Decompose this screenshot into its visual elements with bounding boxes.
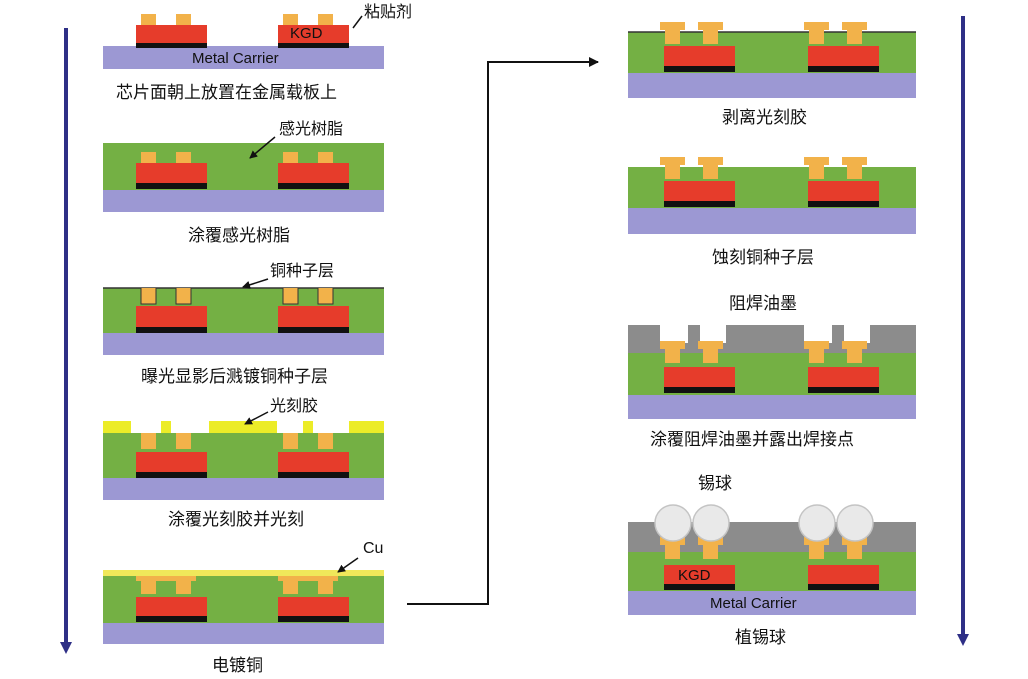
kgd-label-bottom: KGD — [678, 567, 711, 584]
adhesive-label: 粘贴剂 — [364, 2, 413, 21]
step-6-cross-section — [628, 22, 916, 98]
photosensitive-resin-label: 感光树脂 — [279, 119, 344, 138]
connector-arrow — [407, 57, 599, 605]
step-9-cross-section — [628, 504, 916, 615]
step-3-cross-section — [103, 278, 384, 355]
step-5-cross-section — [103, 557, 384, 644]
photoresist-label: 光刻胶 — [270, 396, 319, 415]
step-4-cross-section — [103, 411, 384, 500]
step-5-caption: 电镀铜 — [212, 656, 263, 676]
solder-mask-label: 阻焊油墨 — [729, 294, 797, 314]
solder-ball — [692, 504, 730, 542]
solder-ball — [654, 504, 692, 542]
kgd-label-top: KGD — [290, 25, 323, 42]
step-8-cross-section — [628, 325, 916, 419]
solder-ball — [836, 504, 874, 542]
metal-carrier-label-bottom: Metal Carrier — [710, 595, 797, 612]
step-9-caption: 植锡球 — [735, 628, 786, 648]
solder-ball-label: 锡球 — [698, 474, 732, 494]
step-2-cross-section — [103, 136, 384, 212]
cu-label: Cu — [363, 540, 384, 557]
step-6-caption: 剥离光刻胶 — [722, 108, 807, 128]
copper-seed-layer-label: 铜种子层 — [270, 261, 335, 280]
step-8-caption: 涂覆阻焊油墨并露出焊接点 — [650, 430, 854, 450]
step-4-caption: 涂覆光刻胶并光刻 — [168, 510, 304, 530]
step-7-cross-section — [628, 157, 916, 234]
solder-ball — [798, 504, 836, 542]
step-1-caption: 芯片面朝上放置在金属载板上 — [116, 83, 337, 103]
step-2-caption: 涂覆感光树脂 — [188, 226, 290, 246]
step-1-cross-section — [103, 14, 384, 69]
metal-carrier-label-top: Metal Carrier — [192, 50, 279, 67]
step-3-caption: 曝光显影后溅镀铜种子层 — [141, 367, 328, 387]
step-7-caption: 蚀刻铜种子层 — [712, 248, 814, 268]
